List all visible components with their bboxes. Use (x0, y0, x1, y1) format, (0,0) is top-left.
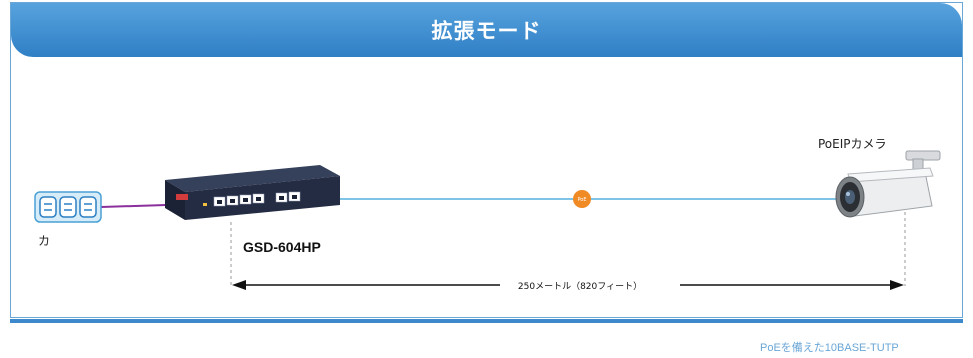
switch-badge-logo (176, 194, 188, 200)
distance-arrow (232, 280, 904, 290)
power-outlet-icon (34, 191, 102, 223)
title-banner: 拡張モード (11, 3, 962, 57)
diagram-panel: 拡張モード (10, 2, 963, 318)
banner-title: 拡張モード (431, 19, 542, 43)
switch-name-label: GSD-604HP (243, 239, 321, 255)
footer-caption: PoEを備えた10BASE-TUTP (760, 342, 899, 354)
ip-camera-icon (835, 150, 941, 218)
power-label: カ (38, 234, 50, 248)
poe-badge: PoE (573, 190, 591, 208)
switch-device-icon (165, 165, 340, 220)
power-cable (100, 204, 167, 208)
distance-label: 250メートル（820フィート） (518, 281, 642, 292)
camera-label: PoEIPカメラ (818, 137, 887, 151)
bottom-bar (10, 319, 963, 323)
poe-badge-label: PoE (577, 197, 586, 203)
